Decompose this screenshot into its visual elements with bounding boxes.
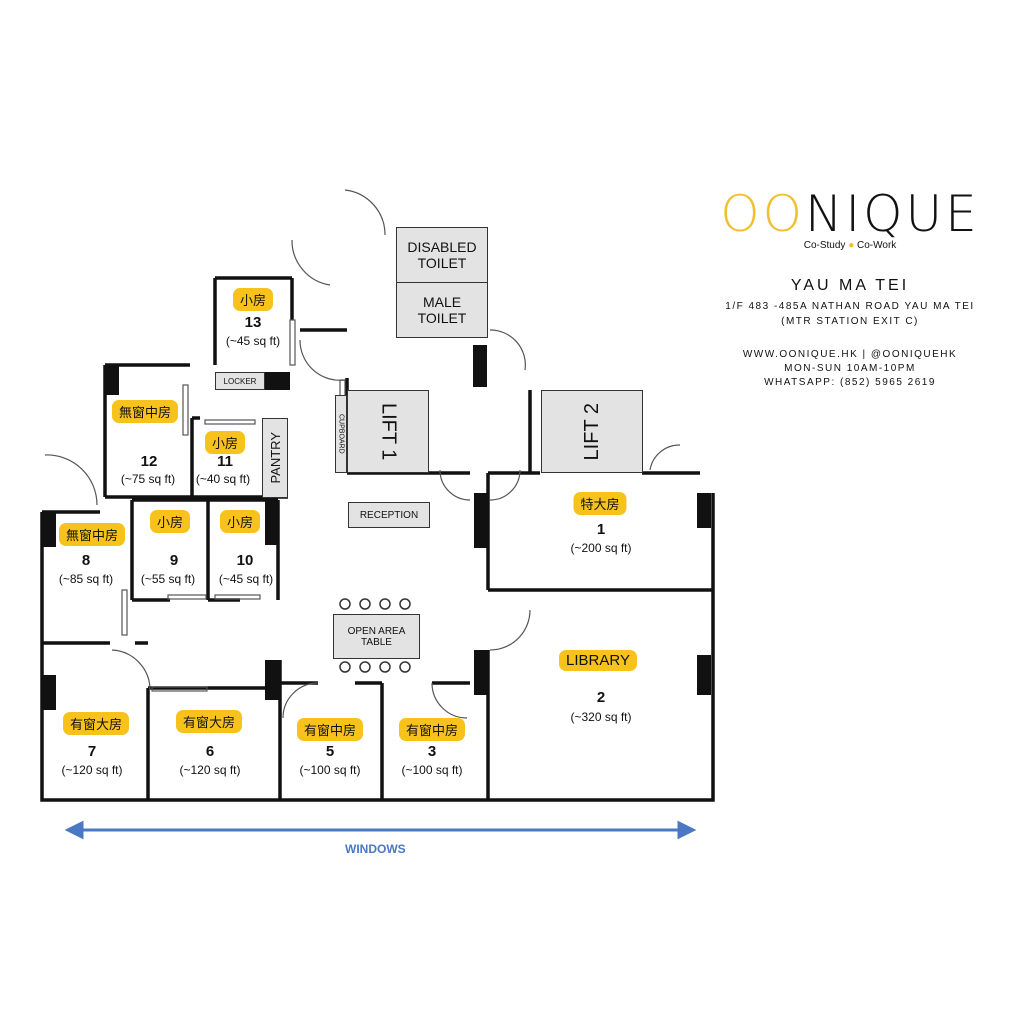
room-tag: 有窗中房 xyxy=(296,718,364,741)
cupboard: CUPBOARD xyxy=(335,395,347,473)
room-number: 12 xyxy=(140,453,158,470)
disabled-toilet: DISABLED TOILET xyxy=(396,227,488,283)
room-area: (~40 sq ft) xyxy=(195,472,251,486)
lift-2-label: LIFT 2 xyxy=(580,402,603,461)
male-toilet: MALE TOILET xyxy=(396,282,488,338)
room-number: 5 xyxy=(325,743,335,760)
pantry-label: PANTRY xyxy=(267,432,283,484)
lift-2: LIFT 2 xyxy=(541,390,643,473)
room-number: 10 xyxy=(236,552,254,569)
tagline-right: Co-Work xyxy=(857,240,897,251)
room-number: 6 xyxy=(205,743,215,760)
windows-label: WINDOWS xyxy=(345,842,406,856)
room-number: 7 xyxy=(87,743,97,760)
pantry: PANTRY xyxy=(262,418,288,498)
room-area: (~120 sq ft) xyxy=(61,763,123,777)
room-tag: 小房 xyxy=(204,431,246,454)
brand-tagline: Co-Study ● Co-Work xyxy=(803,240,897,251)
whatsapp-contact[interactable]: WHATSAPP: (852) 5965 2619 xyxy=(764,377,936,388)
tagline-left: Co-Study xyxy=(803,240,846,251)
room-tag: 有窗大房 xyxy=(62,712,130,735)
brand-logo: OONIQUE xyxy=(720,185,980,243)
room-tag: 無窗中房 xyxy=(111,400,179,423)
room-tag: LIBRARY xyxy=(559,650,637,671)
reception: RECEPTION xyxy=(348,502,430,528)
lift-1-label: LIFT 1 xyxy=(377,402,400,461)
room-tag: 小房 xyxy=(232,288,274,311)
room-tag: 有窗中房 xyxy=(398,718,466,741)
opening-hours: MON-SUN 10AM-10PM xyxy=(784,363,916,374)
room-area: (~45 sq ft) xyxy=(225,334,281,348)
cupboard-label: CUPBOARD xyxy=(337,414,345,454)
room-number: 3 xyxy=(427,743,437,760)
reception-label: RECEPTION xyxy=(359,509,419,521)
room-number: 2 xyxy=(596,689,606,706)
room-area: (~45 sq ft) xyxy=(218,572,274,586)
male-toilet-label: MALE TOILET xyxy=(417,294,467,326)
open-area-label: OPEN AREA TABLE xyxy=(347,625,406,648)
room-number: 11 xyxy=(217,453,233,470)
room-area: (~320 sq ft) xyxy=(570,710,632,724)
location-mtr: (MTR STATION EXIT C) xyxy=(781,316,919,327)
room-area: (~100 sq ft) xyxy=(401,763,463,777)
room-area: (~85 sq ft) xyxy=(58,572,114,586)
location-name: YAU MA TEI xyxy=(790,277,910,294)
room-number: 13 xyxy=(244,314,262,331)
locker-label: LOCKER xyxy=(223,376,257,386)
website-social[interactable]: WWW.OONIQUE.HK | @OONIQUEHK xyxy=(742,349,958,360)
disabled-toilet-label: DISABLED TOILET xyxy=(407,239,477,271)
open-area-table: OPEN AREA TABLE xyxy=(333,614,420,659)
lift-1: LIFT 1 xyxy=(347,390,429,473)
room-number: 9 xyxy=(169,552,179,569)
locker: LOCKER xyxy=(215,372,265,390)
room-area: (~55 sq ft) xyxy=(140,572,196,586)
room-area: (~200 sq ft) xyxy=(570,541,632,555)
room-area: (~100 sq ft) xyxy=(299,763,361,777)
room-area: (~120 sq ft) xyxy=(179,763,241,777)
room-number: 8 xyxy=(81,552,91,569)
room-tag: 小房 xyxy=(149,510,191,533)
room-number: 1 xyxy=(596,521,606,538)
room-tag: 無窗中房 xyxy=(58,523,126,546)
room-tag: 特大房 xyxy=(573,492,627,515)
room-tag: 有窗大房 xyxy=(175,710,243,733)
location-address: 1/F 483 -485A NATHAN ROAD YAU MA TEI xyxy=(725,301,975,312)
room-tag: 小房 xyxy=(219,510,261,533)
windows-arrow xyxy=(64,820,697,840)
room-area: (~75 sq ft) xyxy=(120,472,176,486)
